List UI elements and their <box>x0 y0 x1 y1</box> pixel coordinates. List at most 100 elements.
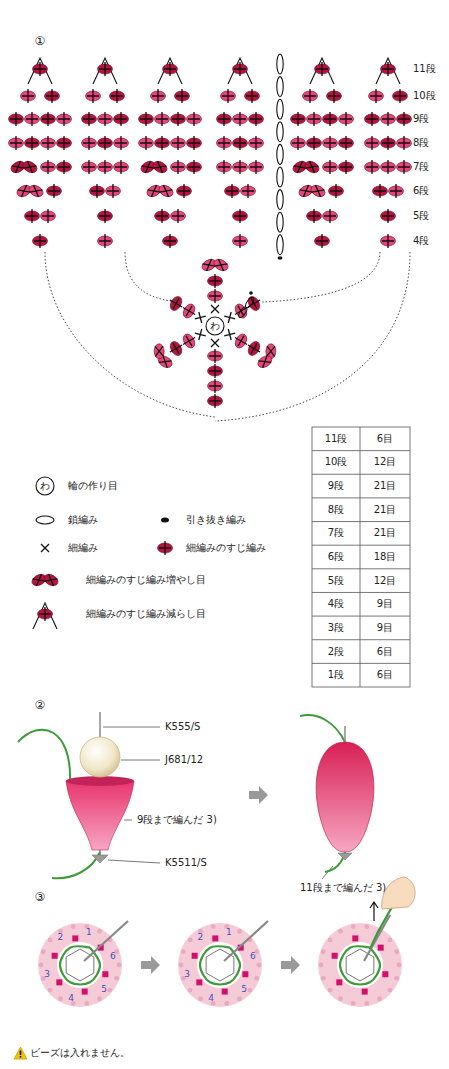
stitch-symbol <box>25 209 40 223</box>
dotted-guide <box>125 252 180 302</box>
stitch-symbol <box>106 184 121 198</box>
legend-text: 細編み <box>68 542 98 554</box>
step-arrow <box>141 956 160 974</box>
stitch-symbol <box>245 89 260 103</box>
stitch-symbol <box>329 184 344 198</box>
stitch-symbol <box>98 112 113 126</box>
stitch-symbol <box>155 136 170 150</box>
stitch-symbol <box>365 160 380 174</box>
chain-symbol <box>36 516 54 524</box>
stitch-symbol <box>187 160 202 174</box>
step-number: 5 <box>241 984 247 994</box>
step-arrow <box>249 786 268 804</box>
stitch-symbol <box>171 136 186 150</box>
stitch-symbol <box>381 234 396 248</box>
table-cell: 12目 <box>374 457 397 469</box>
stitch-symbol <box>389 184 404 198</box>
stitch-symbol <box>241 184 256 198</box>
table-cell: 7段 <box>328 528 344 540</box>
stitch-symbol <box>208 274 223 288</box>
ring-dot <box>117 963 122 968</box>
closed-flower <box>316 742 374 852</box>
table-rule <box>312 521 410 522</box>
stitch-symbol <box>217 160 232 174</box>
stitch-symbol <box>25 112 40 126</box>
ring-dot <box>394 976 399 981</box>
ring-dot <box>71 924 76 929</box>
stitch-symbol <box>381 209 396 223</box>
ring-dot <box>397 963 402 968</box>
legend-text: 細編みのすじ編み減らし目 <box>86 608 206 620</box>
part-label: 11段まで編んだ 3) <box>300 882 386 894</box>
dotted-guide <box>262 252 380 302</box>
chain-symbol <box>277 99 283 119</box>
step-number: 6 <box>110 951 116 961</box>
bead-square <box>378 945 384 951</box>
ring-dot <box>198 996 203 1001</box>
increase-symbol <box>291 159 321 175</box>
row-label: 11段 <box>413 63 436 75</box>
chain-symbol <box>277 235 283 255</box>
stitch-symbol <box>381 160 396 174</box>
ring-dot <box>338 996 343 1001</box>
ring-dot <box>179 963 184 968</box>
stitch-symbol <box>397 160 412 174</box>
table-rule <box>312 616 410 617</box>
flower-ring <box>38 923 122 1007</box>
stitch-symbol <box>303 89 318 103</box>
ring-dot <box>181 949 186 954</box>
stitch-symbol <box>315 62 330 76</box>
step-number: 1 <box>226 927 232 937</box>
table-cell: 6目 <box>377 433 393 445</box>
stitch-symbol <box>90 184 105 198</box>
ring-dot <box>328 988 333 993</box>
increase-symbol <box>297 183 327 199</box>
table-cell: 3段 <box>328 622 344 634</box>
stitch-symbol <box>82 112 97 126</box>
flower-rim <box>66 776 134 786</box>
ring-dot <box>107 988 112 993</box>
legend-text: 輪の作り目 <box>68 480 118 492</box>
stitch-symbol <box>9 136 24 150</box>
table-rule <box>312 568 410 569</box>
increase-symbol <box>15 183 45 199</box>
bead-square <box>192 953 198 959</box>
stitch-symbol <box>9 112 24 126</box>
stitch-symbol <box>38 607 53 621</box>
stitch-symbol <box>41 112 56 126</box>
stitch-symbol <box>233 209 248 223</box>
decrease-lines <box>28 58 52 84</box>
decrease-lines <box>93 58 117 84</box>
stitch-symbol <box>154 344 165 359</box>
decrease-lines <box>228 58 252 84</box>
table-cell: 6段 <box>328 551 344 563</box>
stitch-symbol <box>381 62 396 76</box>
row-label: 5段 <box>413 210 429 222</box>
table-cell: 8段 <box>328 504 344 516</box>
chain-symbol <box>277 144 283 164</box>
ring-dot <box>319 963 324 968</box>
stitch-symbol <box>291 112 306 126</box>
stitch-symbol <box>27 183 45 199</box>
table-cell: 21目 <box>374 480 397 492</box>
pin-head <box>338 853 352 860</box>
step-arrow <box>281 956 300 974</box>
stitch-symbol <box>42 572 60 588</box>
ring-dot <box>351 924 356 929</box>
stitch-symbol <box>307 136 322 150</box>
decrease-lines <box>310 58 334 84</box>
row-label: 7段 <box>413 161 429 173</box>
ring-dot <box>237 996 242 1001</box>
part-label: 9段まで編んだ 3) <box>137 814 217 826</box>
stitch-chart <box>9 54 412 260</box>
stitch-symbol <box>303 159 321 175</box>
decrease-lines <box>376 58 400 84</box>
stitch-symbol <box>323 136 338 150</box>
section-number: ③ <box>35 891 46 905</box>
bead-square <box>72 935 78 941</box>
stitch-symbol <box>57 112 72 126</box>
stitch-symbol <box>249 136 264 150</box>
warning-icon <box>14 1047 27 1059</box>
ring-dot <box>394 949 399 954</box>
ring-dot <box>48 938 53 943</box>
